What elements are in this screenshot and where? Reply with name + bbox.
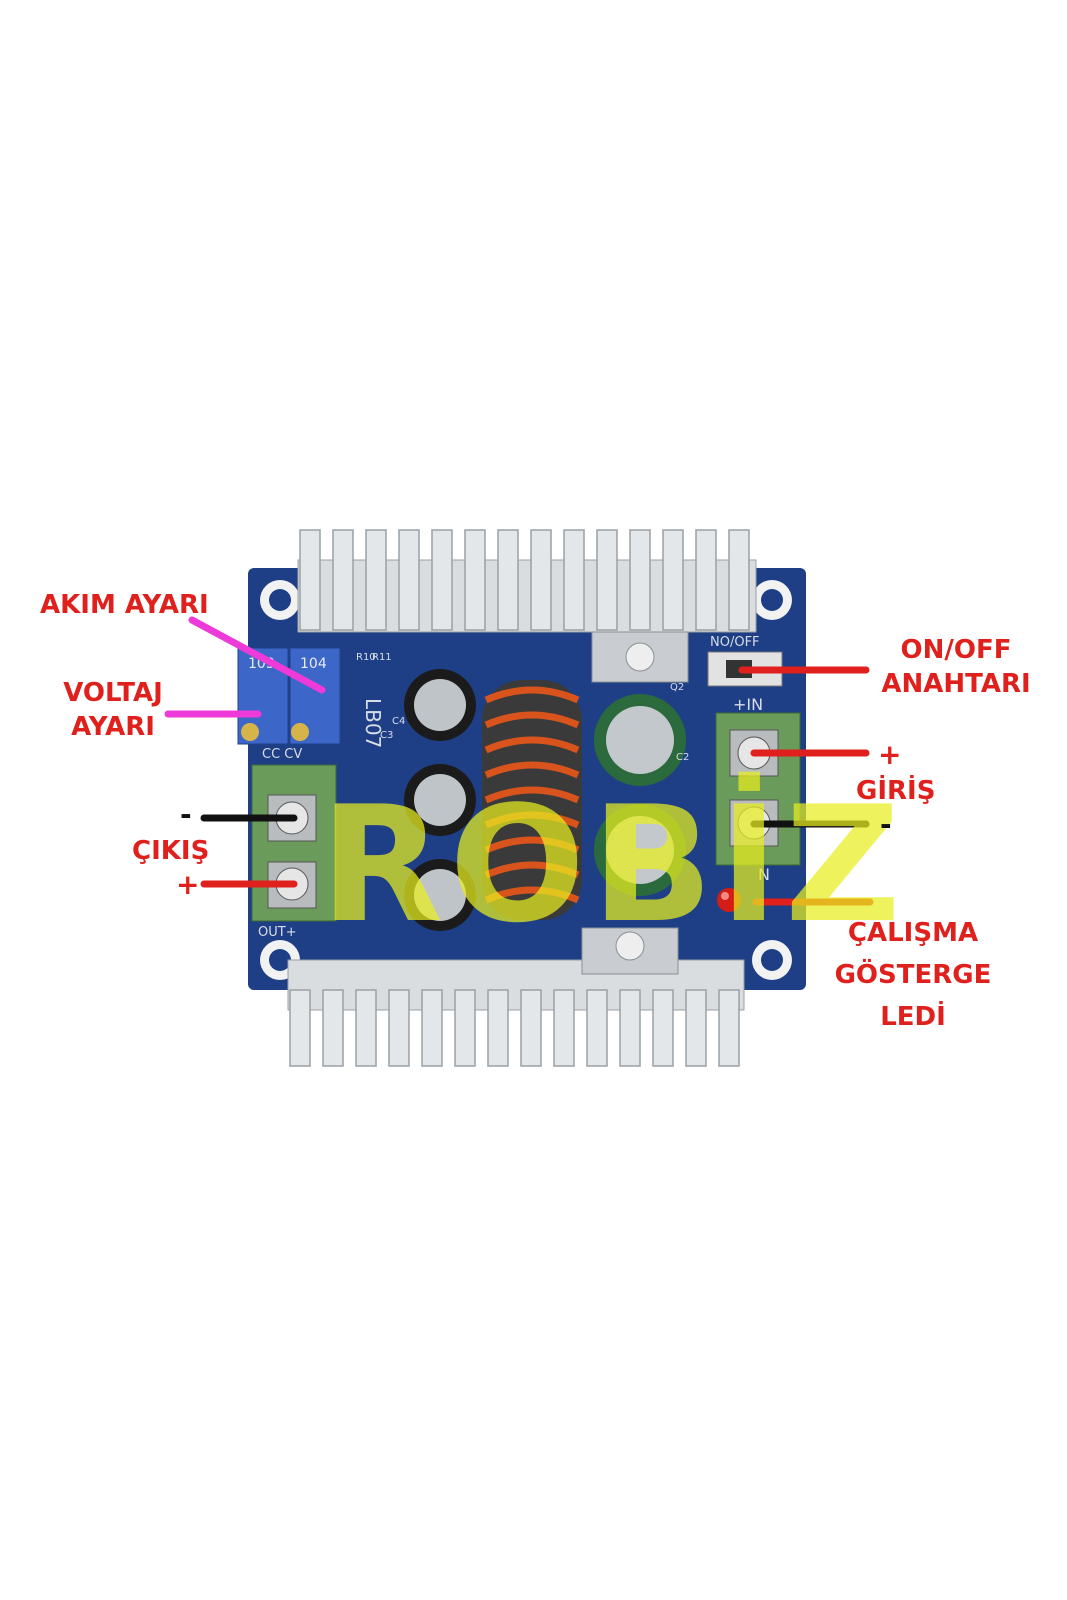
silk-c2: C2 xyxy=(676,752,689,763)
silk-c3: C3 xyxy=(380,730,393,741)
silk-cc-cv: CC CV xyxy=(262,747,302,762)
label-giris: GİRİŞ xyxy=(856,776,936,806)
label-led-line-1: ÇALIŞMA xyxy=(847,918,979,948)
silk-in-minus: N xyxy=(758,865,770,884)
silk-r10: R10 xyxy=(356,652,376,663)
label-onoff-line-1: ON/OFF xyxy=(900,635,1012,665)
label-onoff-line-2: ANAHTARI xyxy=(881,669,1031,699)
label-giris-plus: + xyxy=(878,738,902,771)
silk-switch: NO/OFF xyxy=(710,635,760,650)
status-led xyxy=(717,888,741,912)
label-led: ÇALIŞMA GÖSTERGE LEDİ xyxy=(830,912,996,1038)
bottom-heatsink xyxy=(287,959,745,1067)
pointer-akim xyxy=(188,616,326,694)
label-voltaj-line-2: AYARI xyxy=(71,712,155,742)
mosfet-tabs xyxy=(581,631,689,975)
potentiometers xyxy=(237,647,341,745)
label-led-line-3: LEDİ xyxy=(880,1002,946,1032)
inductor-coil xyxy=(482,680,582,920)
silk-r11: R11 xyxy=(372,652,392,663)
pointer-lines xyxy=(164,616,874,906)
capacitors xyxy=(404,669,686,931)
silk-model: LB07 xyxy=(361,698,385,748)
label-voltaj-ayari: VOLTAJ AYARI xyxy=(58,676,168,744)
label-led-line-2: GÖSTERGE xyxy=(834,960,992,990)
silk-q2: Q2 xyxy=(670,682,684,693)
mounting-holes xyxy=(260,580,792,980)
label-cikis-plus: + xyxy=(176,868,200,901)
silk-c4: C4 xyxy=(392,716,405,727)
silk-in-plus: +IN xyxy=(733,695,763,714)
silk-pot-2: 104 xyxy=(300,656,327,672)
silk-out: OUT+ xyxy=(258,925,297,940)
label-voltaj-line-1: VOLTAJ xyxy=(63,678,163,708)
label-giris-minus: - xyxy=(880,808,892,841)
label-cikis-minus: - xyxy=(180,798,192,831)
label-onoff-anahtari: ON/OFF ANAHTARI xyxy=(876,633,1036,701)
label-akim-ayari: AKIM AYARI xyxy=(40,590,209,620)
top-heatsink xyxy=(297,529,757,633)
watermark-text: ROBİZ xyxy=(320,771,907,958)
label-cikis: ÇIKIŞ xyxy=(132,836,210,866)
